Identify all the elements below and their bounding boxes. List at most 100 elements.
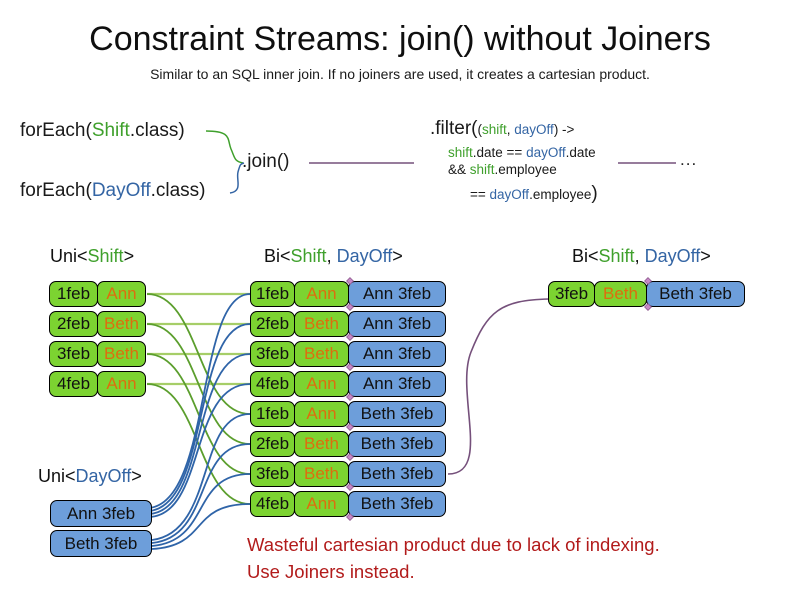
text-token: Shift	[290, 246, 327, 266]
table-cell: Ann 3feb	[50, 500, 152, 527]
shift-link-curve	[146, 293, 251, 415]
text-token: .employee	[529, 187, 592, 202]
table-cell: 3feb	[49, 341, 98, 367]
table-cell: Ann 3feb	[348, 311, 446, 337]
text-token: dayOff	[526, 145, 566, 160]
text-token: DayOff	[336, 246, 393, 266]
text-token: .filter(	[430, 118, 478, 139]
table-cell: Beth	[97, 341, 146, 367]
dayoff-link	[148, 383, 251, 518]
table-cell: 4feb	[250, 371, 295, 397]
text-token: Uni<	[38, 466, 76, 486]
dayoff-link	[148, 353, 251, 515]
table-cell: Beth	[97, 311, 146, 337]
brace-shift-line	[205, 130, 244, 164]
text-token: ,	[326, 246, 337, 266]
text-token: Shift	[91, 120, 130, 141]
subtitle: Similar to an SQL inner join. If no join…	[150, 66, 650, 82]
dayoff-link	[151, 413, 251, 541]
dayoff-link	[151, 503, 251, 550]
text-token: )	[591, 183, 598, 204]
text-token: >	[700, 246, 711, 266]
text-token: >	[131, 466, 142, 486]
warning-note-line2: Use Joiners instead.	[247, 561, 415, 582]
table-cell: Ann	[294, 281, 349, 307]
table-cell: Ann	[294, 491, 349, 517]
table-cell: 2feb	[49, 311, 98, 337]
table-cell: Ann 3feb	[348, 341, 446, 367]
header-bi-result: Bi<Shift, DayOff>	[572, 246, 711, 267]
warning-note-line1: Wasteful cartesian product due to lack o…	[247, 534, 660, 555]
code-ellipsis: ...	[680, 150, 698, 169]
table-cell: Beth	[294, 341, 349, 367]
text-token: .class)	[129, 120, 185, 141]
table-cell: Beth 3feb	[348, 431, 446, 457]
dayoff-link	[151, 473, 251, 547]
text-token: Bi<	[572, 246, 599, 266]
code-filter-line2: shift.date == dayOff.date	[448, 145, 596, 160]
text-token: .employee	[494, 162, 557, 177]
text-token: Bi<	[264, 246, 291, 266]
text-token: Shift	[598, 246, 635, 266]
code-foreach-dayoff: forEach(DayOff.class)	[20, 180, 206, 202]
dayoff-link	[148, 293, 251, 509]
text-token: Uni<	[50, 246, 88, 266]
table-row: Beth 3feb	[50, 530, 152, 557]
text-token: .date	[565, 145, 596, 160]
text-token: DayOff	[75, 466, 132, 486]
text-token: shift	[469, 162, 495, 177]
table-cell: 1feb	[250, 281, 295, 307]
code-filter-line4: == dayOff.employee)	[470, 183, 598, 205]
text-token: forEach(	[20, 120, 92, 141]
shift-link-curve	[146, 383, 251, 505]
text-token: &&	[448, 162, 470, 177]
table-row: Ann 3feb	[50, 500, 152, 527]
text-token: .class)	[150, 180, 206, 201]
text-token: dayOff	[514, 122, 554, 137]
code-filter-line1: .filter((shift, dayOff) ->	[430, 118, 574, 140]
text-token: DayOff	[91, 180, 151, 201]
table-cell: Beth	[294, 431, 349, 457]
text-token: (	[477, 122, 483, 137]
text-token: dayOff	[489, 187, 530, 202]
table-cell: Ann	[97, 371, 146, 397]
table-cell: Beth 3feb	[348, 491, 446, 517]
text-token: ) ->	[553, 122, 575, 137]
text-token: >	[392, 246, 403, 266]
header-uni-shift: Uni<Shift>	[50, 246, 134, 267]
table-cell: Beth 3feb	[50, 530, 152, 557]
table-cell: 2feb	[250, 311, 295, 337]
table-cell: Ann	[294, 371, 349, 397]
table-cell: Beth 3feb	[348, 401, 446, 427]
shift-link-curve	[146, 353, 251, 475]
table-cell: Beth 3feb	[348, 461, 446, 487]
shift-link-curve	[146, 323, 251, 445]
table-cell: Beth	[294, 311, 349, 337]
code-filter-line3: && shift.employee	[448, 162, 557, 177]
text-token: forEach(	[20, 180, 92, 201]
code-foreach-shift: forEach(Shift.class)	[20, 120, 185, 142]
text-token: ==	[470, 187, 490, 202]
table-cell: Ann	[294, 401, 349, 427]
table-cell: Ann	[97, 281, 146, 307]
table-cell: Beth	[294, 461, 349, 487]
text-token: .date ==	[472, 145, 527, 160]
table-cell: 3feb	[548, 281, 595, 307]
text-token: shift	[482, 122, 507, 137]
table-cell: 4feb	[49, 371, 98, 397]
